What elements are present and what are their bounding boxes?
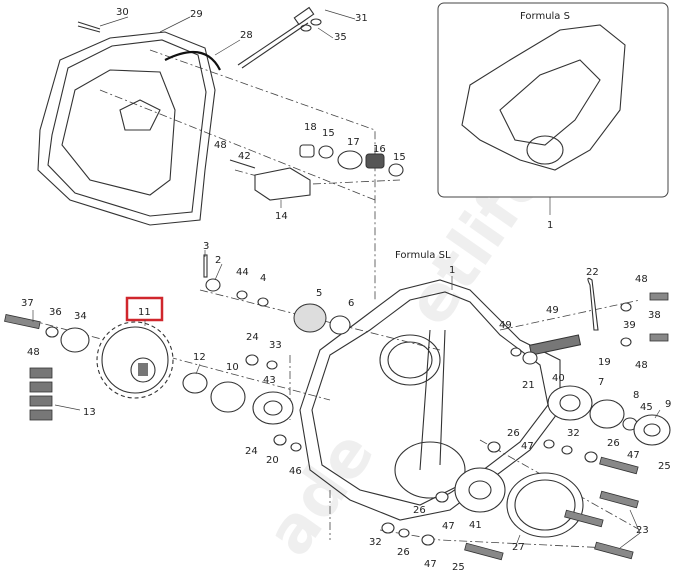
callout-label[interactable]: 26 (507, 428, 520, 439)
callout-label[interactable]: 26 (397, 547, 410, 558)
callout-label[interactable]: 42 (238, 151, 251, 162)
callout-label[interactable]: 22 (586, 267, 599, 278)
callout-label[interactable]: 15 (322, 128, 335, 139)
callout-label[interactable]: 33 (269, 340, 282, 351)
callout-label[interactable]: 35 (334, 32, 347, 43)
callout-label[interactable]: 3 (203, 241, 209, 252)
callout-label[interactable]: 47 (521, 441, 534, 452)
callout-label[interactable]: 12 (193, 352, 206, 363)
callout-label[interactable]: 38 (648, 310, 661, 321)
formula-s-inset: Formula S (437, 2, 669, 215)
callout-label[interactable]: 13 (83, 407, 96, 418)
callout-label[interactable]: 41 (469, 520, 482, 531)
callout-label[interactable]: 24 (246, 332, 259, 343)
callout-label[interactable]: 45 (640, 402, 653, 413)
callout-label[interactable]: 26 (607, 438, 620, 449)
callout-label[interactable]: 7 (598, 377, 604, 388)
callout-label[interactable]: 29 (190, 9, 203, 20)
callout-label[interactable]: 23 (636, 525, 649, 536)
callout-label[interactable]: 28 (240, 30, 253, 41)
sprocket-11[interactable] (96, 321, 174, 399)
callout-label[interactable]: 32 (567, 428, 580, 439)
callout-label[interactable]: 27 (512, 542, 525, 553)
callout-label[interactable]: 36 (49, 307, 62, 318)
callout-label[interactable]: 39 (623, 320, 636, 331)
callout-label[interactable]: 25 (658, 461, 671, 472)
callout-label[interactable]: 5 (316, 288, 322, 299)
callout-label[interactable]: 14 (275, 211, 288, 222)
callout-label[interactable]: 10 (226, 362, 239, 373)
callout-label[interactable]: 49 (499, 320, 512, 331)
callout-label[interactable]: 11 (138, 307, 151, 318)
callout-label[interactable]: 47 (442, 521, 455, 532)
callout-label[interactable]: 47 (424, 559, 437, 570)
callout-labels: 30 29 28 31 35 18 15 17 16 15 48 42 14 1… (21, 7, 671, 571)
chaincase-cover (37, 31, 221, 226)
callout-label[interactable]: 48 (635, 360, 648, 371)
callout-label[interactable]: 37 (21, 298, 34, 309)
main-title: Formula SL (395, 250, 451, 261)
callout-label[interactable]: 49 (546, 305, 559, 316)
callout-label[interactable]: 2 (215, 255, 221, 266)
callout-label[interactable]: 31 (355, 13, 368, 24)
callout-label[interactable]: 24 (245, 446, 258, 457)
callout-label[interactable]: 17 (347, 137, 360, 148)
callout-label[interactable]: 1 (547, 220, 553, 231)
callout-label[interactable]: 48 (635, 274, 648, 285)
callout-label[interactable]: 48 (27, 347, 40, 358)
callout-label[interactable]: 8 (633, 390, 639, 401)
inset-title: Formula S (520, 11, 570, 22)
callout-label[interactable]: 44 (236, 267, 249, 278)
callout-label[interactable]: 43 (263, 375, 276, 386)
highlight-box (125, 296, 164, 322)
callout-label[interactable]: 40 (552, 373, 565, 384)
chain-13 (29, 367, 53, 421)
callout-label[interactable]: 15 (393, 152, 406, 163)
callout-label[interactable]: 18 (304, 122, 317, 133)
callout-label[interactable]: 25 (452, 562, 465, 571)
callout-label[interactable]: 21 (522, 380, 535, 391)
callout-label[interactable]: 32 (369, 537, 382, 548)
callout-label[interactable]: 34 (74, 311, 87, 322)
callout-label[interactable]: 48 (214, 140, 227, 151)
callout-label[interactable]: 6 (348, 298, 354, 309)
callout-label[interactable]: 4 (260, 273, 266, 284)
callout-label[interactable]: 19 (598, 357, 611, 368)
callout-label[interactable]: 1 (449, 265, 455, 276)
callout-label[interactable]: 47 (627, 450, 640, 461)
chaincase-housing (299, 279, 561, 521)
callout-label[interactable]: 26 (413, 505, 426, 516)
callout-label[interactable]: 30 (116, 7, 129, 18)
callout-label[interactable]: 20 (266, 455, 279, 466)
callout-label[interactable]: 16 (373, 144, 386, 155)
callout-label[interactable]: 46 (289, 466, 302, 477)
callout-label[interactable]: 9 (665, 399, 671, 410)
